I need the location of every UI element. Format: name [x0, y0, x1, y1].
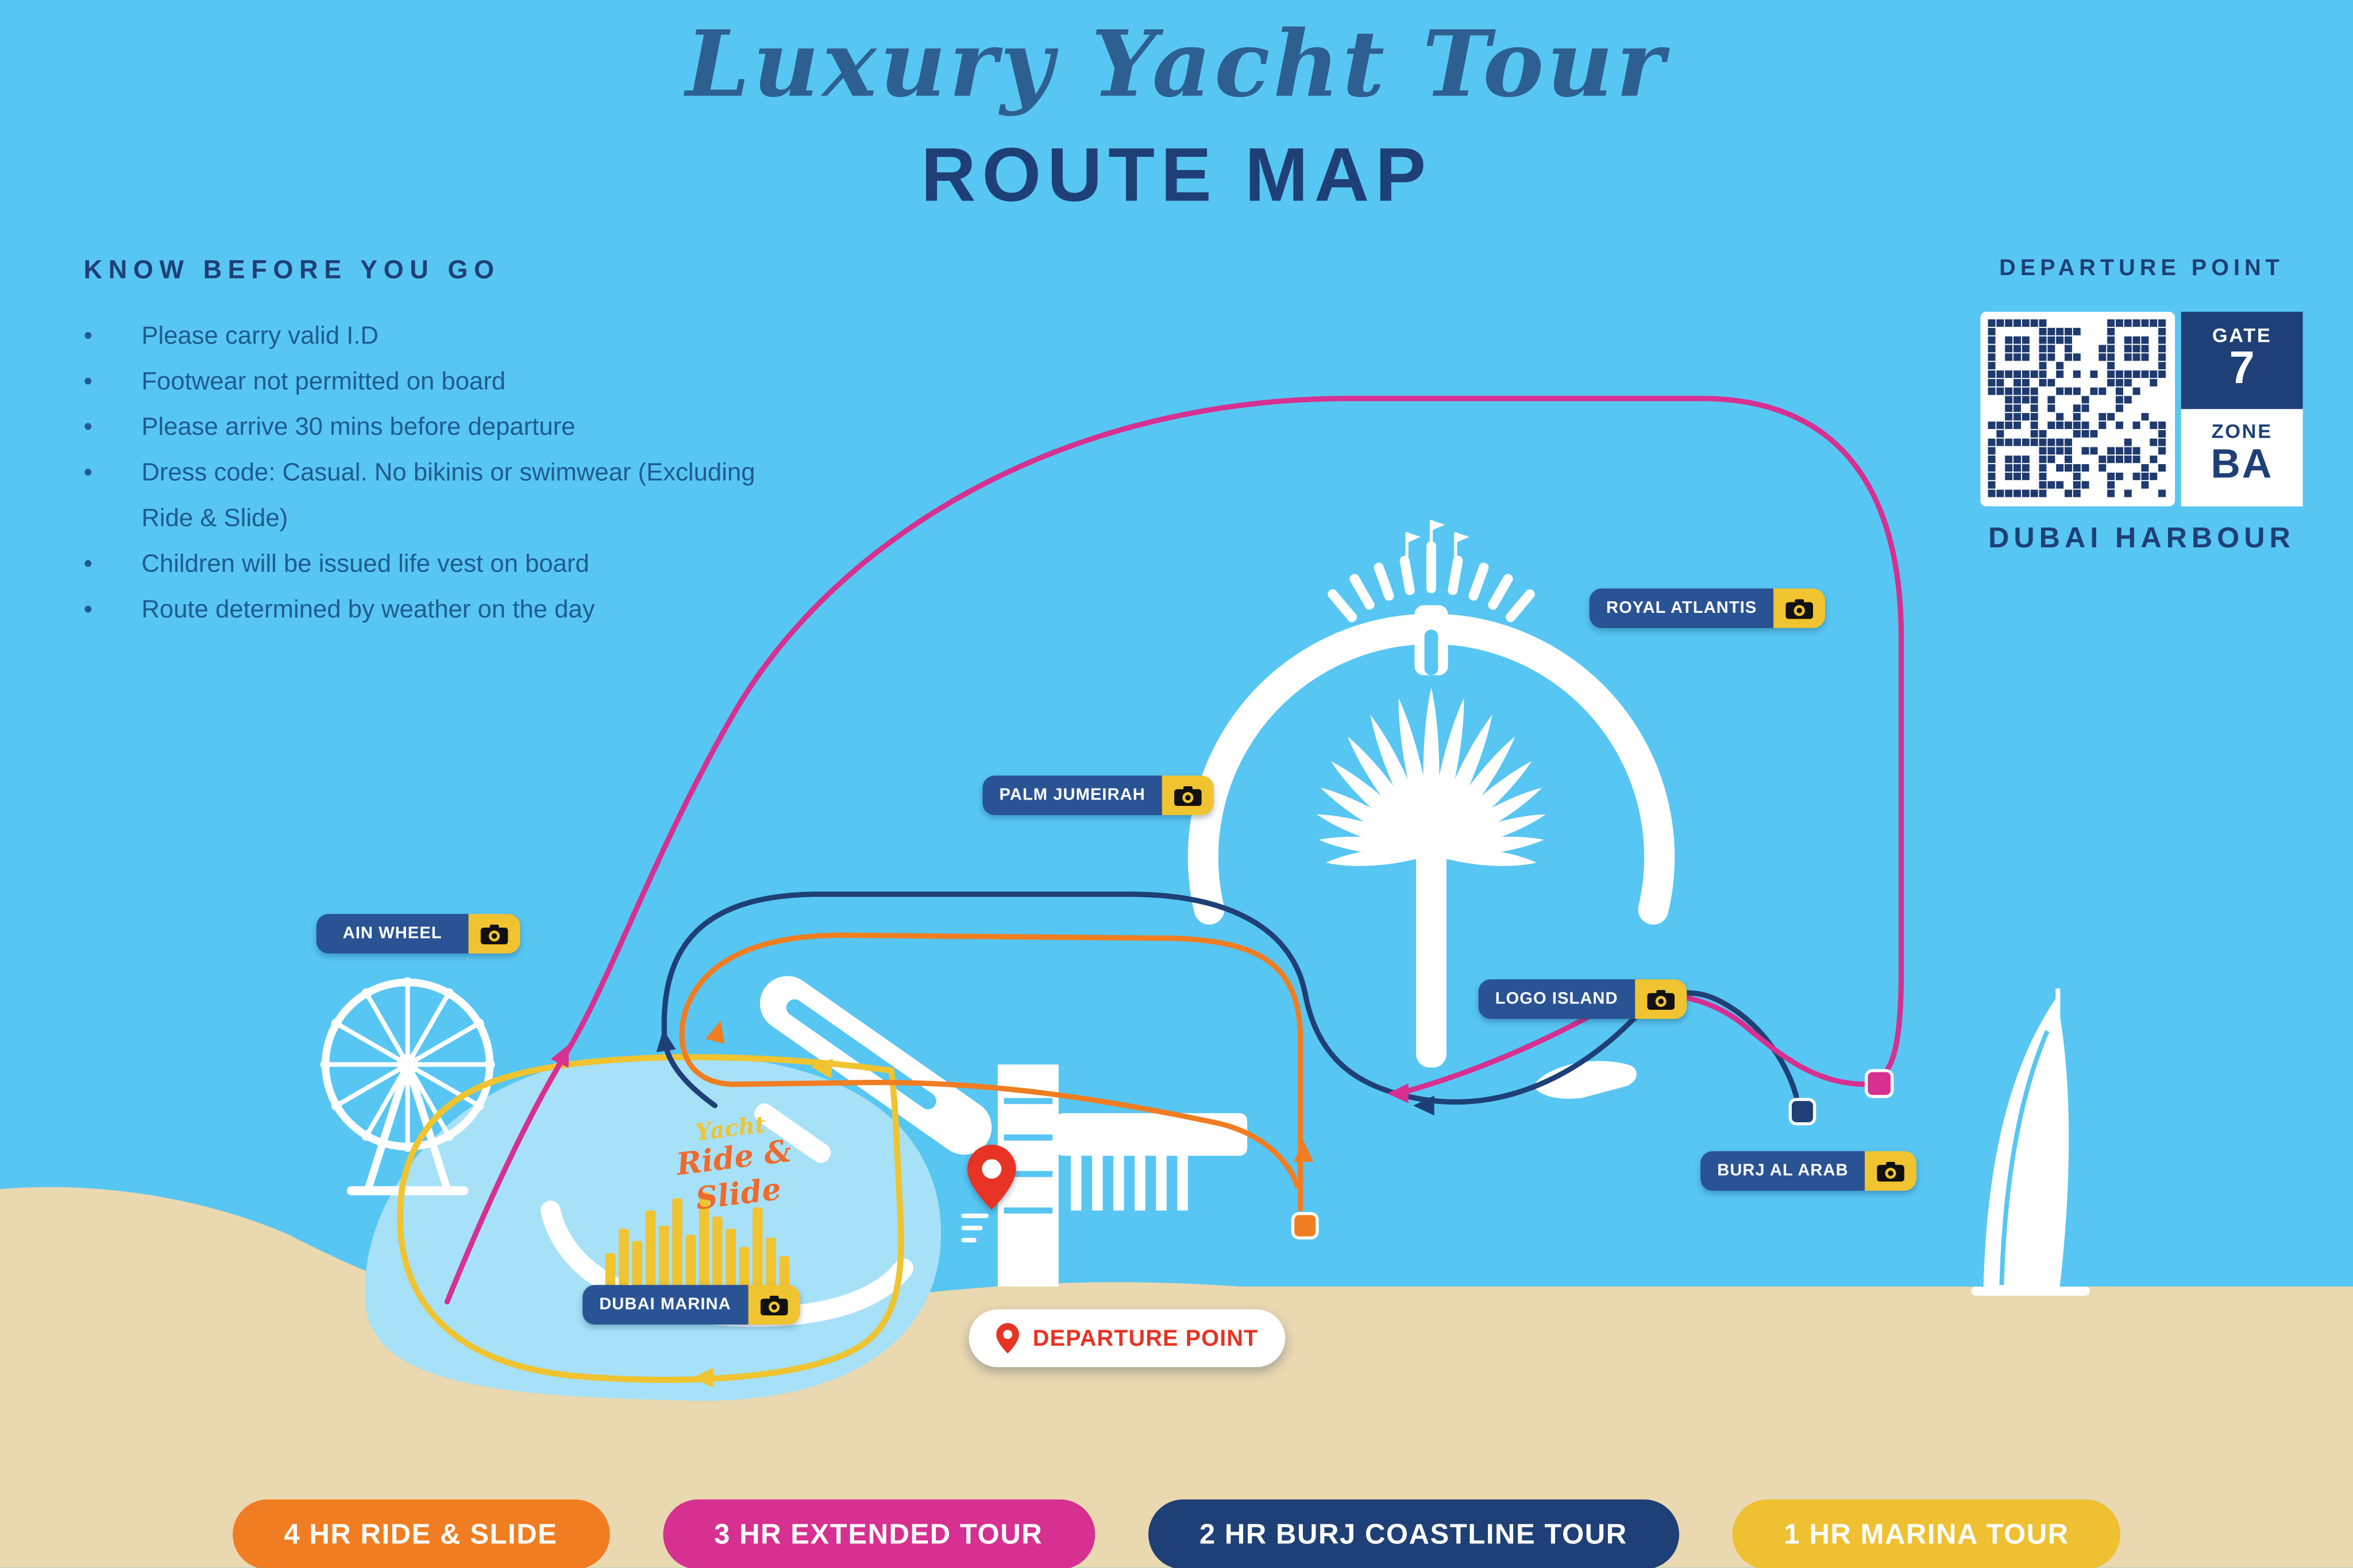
route-marina-tour	[397, 1054, 904, 1383]
label-text: PALM JUMEIRAH	[982, 775, 1163, 816]
sand-coastline	[0, 1187, 2353, 1568]
page-title: ROUTE MAP	[921, 132, 1432, 218]
route-burj-coastline-tour	[661, 891, 1799, 1109]
label-text: BURJ AL ARAB	[1700, 1151, 1865, 1191]
know-before-you-go: KNOW BEFORE YOU GO Please carry valid I.…	[84, 256, 776, 633]
zone-label: ZONE	[2211, 419, 2273, 443]
label-text: AIN WHEEL	[316, 914, 469, 954]
map-label-burj-al-arab: BURJ AL ARAB	[1700, 1151, 1917, 1191]
zone-cell: ZONE BA	[2181, 409, 2303, 507]
legend-4hr-ride-and-slide: 4 HR RIDE & SLIDE	[232, 1499, 610, 1568]
list-item: Please carry valid I.D	[84, 313, 776, 358]
map-label-ain-wheel: AIN WHEEL	[316, 914, 520, 954]
departure-point-badge: DEPARTURE POINT	[969, 1309, 1286, 1368]
camera-icon	[1773, 588, 1826, 628]
know-before-heading: KNOW BEFORE YOU GO	[83, 255, 500, 285]
burj-al-arab-illustration	[1971, 988, 2090, 1296]
map-label-royal-atlantis: ROYAL ATLANTIS	[1589, 588, 1826, 628]
camera-icon	[747, 1285, 800, 1325]
pin-icon	[996, 1323, 1019, 1354]
tour-legend: 4 HR RIDE & SLIDE 3 HR EXTENDED TOUR 2 H…	[0, 1499, 2353, 1568]
departure-point-label: DEPARTURE POINT	[1032, 1325, 1259, 1351]
gate-cell: GATE 7	[2181, 311, 2303, 410]
gate-label: GATE	[2212, 323, 2272, 347]
list-item: Dress code: Casual. No bikinis or swimwe…	[84, 450, 776, 542]
list-item: Children will be issued life vest on boa…	[84, 542, 776, 587]
marina-skyline	[605, 1192, 790, 1287]
departure-panel: DEPARTURE POINT GATE 7 ZONE BA DUBAI HAR…	[1977, 255, 2306, 555]
camera-icon	[1865, 1151, 1917, 1191]
yacht-illustration	[1533, 1061, 1637, 1099]
page-title-script: Luxury Yacht Tour	[685, 12, 1668, 119]
route-endpoint-markers	[1291, 1069, 1894, 1239]
route-arrows	[550, 1021, 1434, 1388]
zone-value: BA	[2211, 441, 2273, 487]
legend-1hr-marina-tour: 1 HR MARINA TOUR	[1732, 1499, 2121, 1568]
list-item: Footwear not permitted on board	[84, 359, 776, 404]
departure-pin-icon	[967, 1144, 1016, 1210]
map-label-dubai-marina: DUBAI MARINA	[583, 1285, 800, 1325]
gate-number: 7	[2229, 343, 2255, 394]
list-item: Please arrive 30 mins before departure	[84, 404, 776, 450]
legend-3hr-extended-tour: 3 HR EXTENDED TOUR	[662, 1499, 1095, 1568]
qr-code	[1980, 311, 2175, 507]
camera-icon	[1634, 979, 1687, 1019]
departure-panel-heading: DEPARTURE POINT	[1999, 255, 2284, 281]
camera-icon	[468, 914, 520, 954]
palm-jumeirah-island	[1187, 520, 1675, 1068]
list-item: Route determined by weather on the day	[84, 587, 776, 632]
gate-zone-block: GATE 7 ZONE BA	[2181, 311, 2303, 507]
royal-atlantis-illustration	[1328, 520, 1535, 675]
label-text: ROYAL ATLANTIS	[1589, 588, 1774, 628]
label-text: DUBAI MARINA	[583, 1285, 748, 1325]
label-text: LOGO ISLAND	[1478, 979, 1635, 1019]
palm-fronds	[1317, 687, 1546, 866]
route-ride-and-slide	[679, 932, 1303, 1212]
map-label-palm-jumeirah: PALM JUMEIRAH	[982, 775, 1214, 816]
departure-location: DUBAI HARBOUR	[1988, 523, 2295, 555]
camera-icon	[1162, 775, 1214, 816]
map-label-logo-island: LOGO ISLAND	[1478, 979, 1687, 1019]
legend-2hr-burj-coastline-tour: 2 HR BURJ COASTLINE TOUR	[1147, 1499, 1679, 1568]
